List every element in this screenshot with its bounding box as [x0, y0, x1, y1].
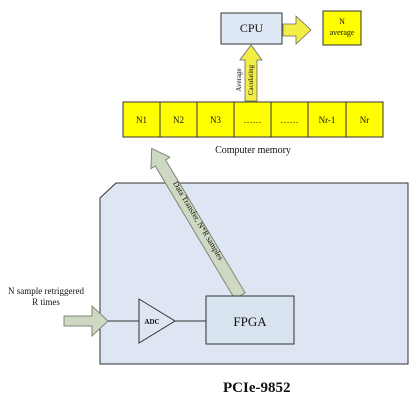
- fpga-box: [205, 295, 295, 345]
- memory-row: N1 N2 N3 …… …… Nr-1 Nr: [122, 101, 384, 138]
- cpu-box: [220, 12, 283, 45]
- data-transfer-arrow: [150, 147, 246, 300]
- average-calc-line1: Average: [235, 68, 243, 91]
- board-label: PCIe-9852: [223, 380, 291, 396]
- adc-label: ADC: [144, 318, 159, 326]
- input-label-line2: R times: [32, 297, 60, 307]
- n-average-box: [322, 10, 362, 46]
- memory-label-n2: N2: [173, 115, 184, 125]
- adc-block: [138, 298, 176, 344]
- cpu-label: CPU: [240, 21, 264, 35]
- fpga-label: FPGA: [233, 314, 267, 329]
- input-arrow: [63, 304, 109, 338]
- memory-label-n3: N3: [210, 115, 221, 125]
- memory-label-nr-1: Nr-1: [319, 115, 336, 125]
- output-arrow: [282, 15, 312, 45]
- memory-cell-nr-1: [307, 101, 347, 138]
- memory-caption: Computer memory: [215, 145, 291, 156]
- memory-cell-nr: [345, 101, 384, 138]
- memory-label-ellipsis-1: ……: [244, 115, 262, 125]
- average-calc-arrow: [239, 44, 263, 102]
- memory-label-nr: Nr: [360, 115, 370, 125]
- n-average-line2: average: [330, 28, 355, 37]
- n-average-line1: N: [339, 17, 345, 26]
- memory-label-n1: N1: [136, 115, 147, 125]
- input-label-line1: N sample retriggered: [8, 286, 84, 296]
- average-calc-line2: Caculating: [247, 64, 255, 95]
- memory-label-ellipsis-2: ……: [281, 115, 299, 125]
- pcie-board: [99, 182, 409, 365]
